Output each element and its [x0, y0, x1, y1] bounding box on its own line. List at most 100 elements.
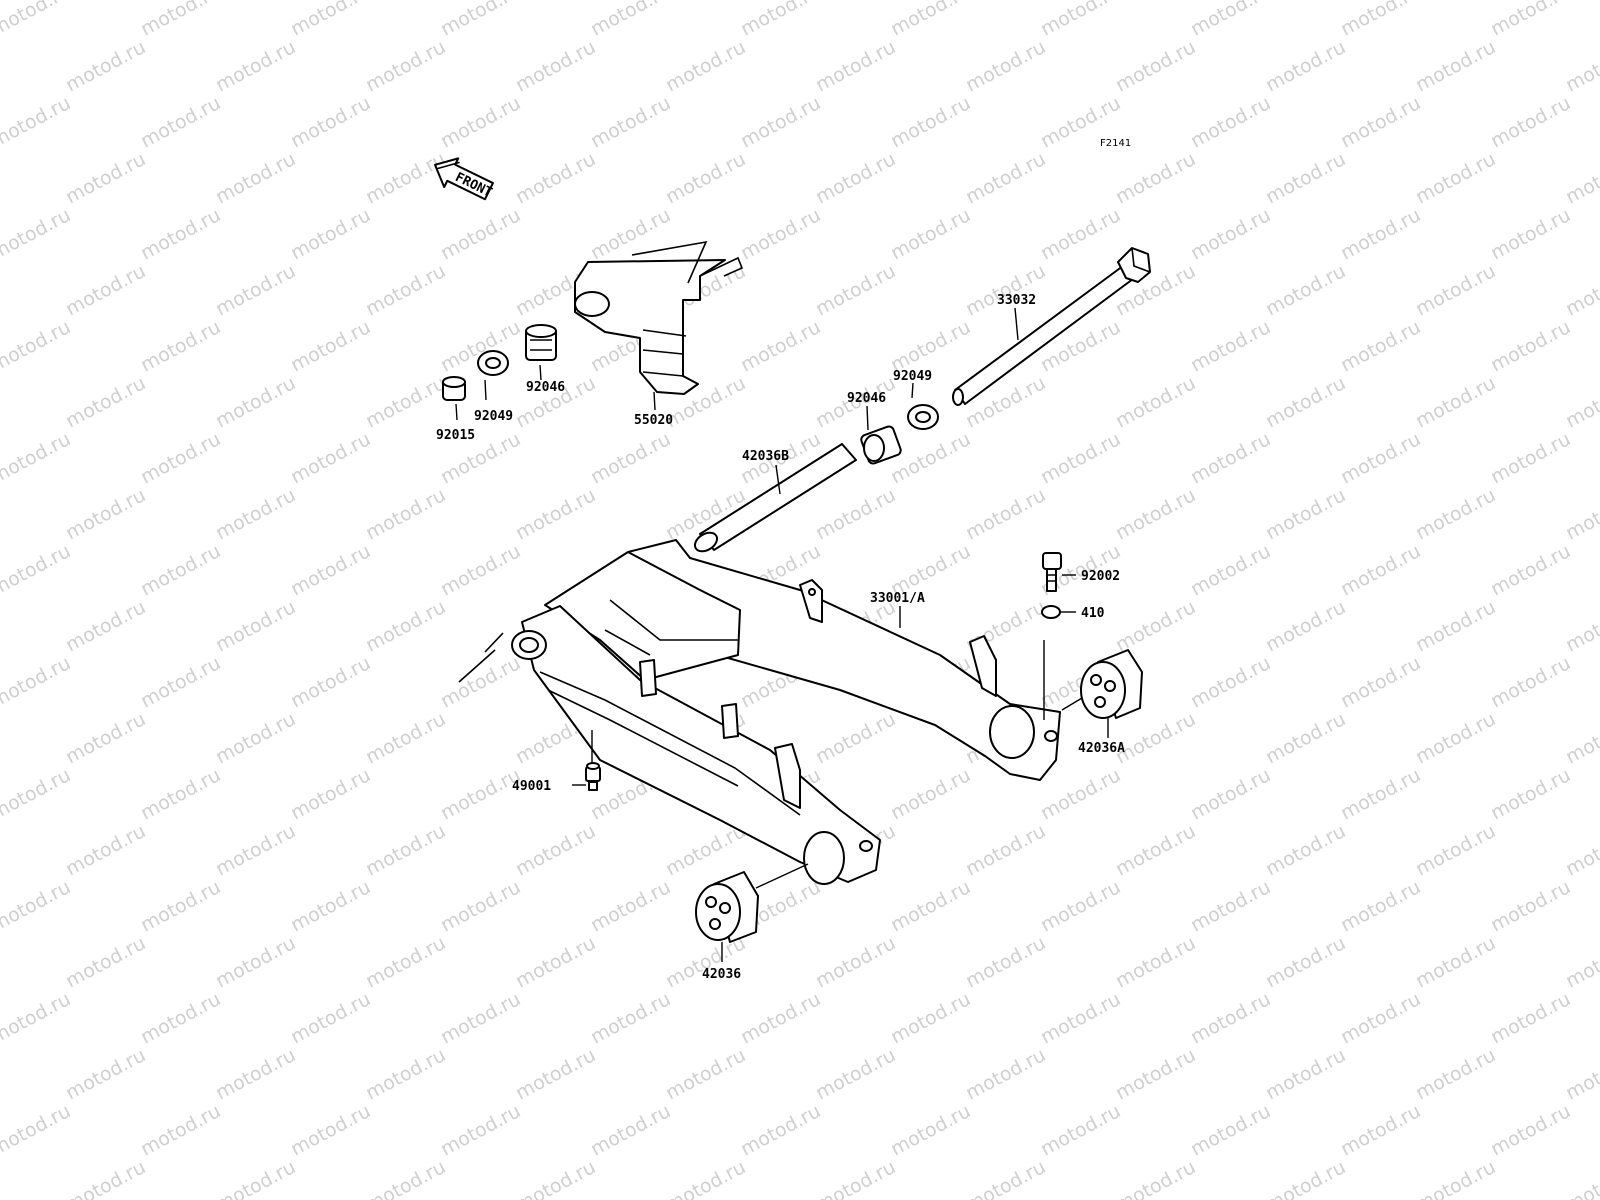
- chain-guide-bracket-55020: [574, 240, 744, 395]
- watermark-text: motod.ru: [1412, 820, 1499, 880]
- watermark-text: motod.ru: [887, 988, 974, 1048]
- watermark-text: motod.ru: [1487, 988, 1574, 1048]
- watermark-text: motod.ru: [1037, 876, 1124, 936]
- watermark-text: motod.ru: [1487, 876, 1574, 936]
- watermark-text: motod.ru: [887, 0, 974, 40]
- watermark-text: motod.ru: [1487, 428, 1574, 488]
- watermark-text: motod.ru: [0, 988, 74, 1048]
- watermark-text: motod.ru: [212, 484, 299, 544]
- callout-92015: 92015: [436, 428, 475, 443]
- watermark-text: motod.ru: [1562, 36, 1600, 96]
- watermark-text: motod.ru: [1187, 652, 1274, 712]
- watermark-text: motod.ru: [137, 988, 224, 1048]
- watermark-text: motod.ru: [1487, 92, 1574, 152]
- watermark-text: motod.ru: [1412, 36, 1499, 96]
- watermark-text: motod.ru: [0, 540, 74, 600]
- watermark-text: motod.ru: [0, 1100, 74, 1160]
- watermark-text: motod.ru: [212, 1156, 299, 1200]
- watermark-text: motod.ru: [1337, 876, 1424, 936]
- watermark-text: motod.ru: [1412, 932, 1499, 992]
- watermark-text: motod.ru: [1037, 1100, 1124, 1160]
- watermark-text: motod.ru: [62, 820, 149, 880]
- watermark-text: motod.ru: [1112, 148, 1199, 208]
- watermark-text: motod.ru: [1262, 596, 1349, 656]
- callout-labels: 33032 92049 92046 42036B 92049 92046 920…: [436, 293, 1125, 982]
- watermark-text: motod.ru: [362, 932, 449, 992]
- watermark-text: motod.ru: [512, 36, 599, 96]
- watermark-text: motod.ru: [1562, 596, 1600, 656]
- watermark-text: motod.ru: [0, 652, 74, 712]
- watermark-text: motod.ru: [1037, 0, 1124, 40]
- watermark-text: motod.ru: [0, 0, 74, 40]
- watermark-text: motod.ru: [587, 1100, 674, 1160]
- watermark-text: motod.ru: [1112, 820, 1199, 880]
- watermark-text: motod.ru: [962, 260, 1049, 320]
- watermark-text: motod.ru: [737, 92, 824, 152]
- watermark-text: motod.ru: [437, 988, 524, 1048]
- watermark-text: motod.ru: [962, 148, 1049, 208]
- watermark-text: motod.ru: [212, 260, 299, 320]
- watermark-text: motod.ru: [1337, 1100, 1424, 1160]
- swingarm-33001A: [458, 539, 1061, 885]
- watermark-text: motod.ru: [0, 876, 74, 936]
- damper-42036: [695, 871, 759, 943]
- watermark-text: motod.ru: [1487, 204, 1574, 264]
- watermark-text: motod.ru: [887, 428, 974, 488]
- watermark-text: motod.ru: [62, 372, 149, 432]
- watermark-text: motod.ru: [437, 204, 524, 264]
- watermark-text: motod.ru: [287, 876, 374, 936]
- watermark-text: motod.ru: [662, 1044, 749, 1104]
- watermark-text: motod.ru: [437, 876, 524, 936]
- watermark-text: motod.ru: [1487, 764, 1574, 824]
- watermark-text: motod.ru: [1112, 36, 1199, 96]
- seal-92049-left: [477, 350, 509, 376]
- callout-42036B: 42036B: [742, 449, 789, 464]
- watermark-text: motod.ru: [512, 1044, 599, 1104]
- watermark-text: motod.ru: [1487, 1100, 1574, 1160]
- watermark-text: motod.ru: [62, 36, 149, 96]
- watermark-text: motod.ru: [287, 0, 374, 40]
- watermark-text: motod.ru: [1487, 316, 1574, 376]
- watermark-text: motod.ru: [362, 36, 449, 96]
- watermark-text: motod.ru: [662, 932, 749, 992]
- watermark-text: motod.ru: [587, 988, 674, 1048]
- grease-nipple-49001: [585, 762, 601, 791]
- watermark-text: motod.ru: [737, 0, 824, 40]
- callout-42036A: 42036A: [1078, 741, 1125, 756]
- watermark-text: motod.ru: [212, 708, 299, 768]
- watermark-text: motod.ru: [512, 820, 599, 880]
- watermark-text: motod.ru: [887, 1100, 974, 1160]
- watermark-text: motod.ru: [1562, 932, 1600, 992]
- watermark-text: motod.ru: [962, 932, 1049, 992]
- watermark-text: motod.ru: [1412, 1156, 1499, 1200]
- watermark-text: motod.ru: [962, 820, 1049, 880]
- watermark-text: motod.ru: [1412, 260, 1499, 320]
- watermark-text: motod.ru: [812, 484, 899, 544]
- watermark-text: motod.ru: [587, 428, 674, 488]
- collar-tube-42036B: [693, 443, 857, 553]
- watermark-text: motod.ru: [362, 596, 449, 656]
- watermark-text: motod.ru: [1562, 260, 1600, 320]
- callout-33001A: 33001/A: [870, 591, 925, 606]
- watermark-text: motod.ru: [1262, 708, 1349, 768]
- watermark-text: motod.ru: [62, 708, 149, 768]
- watermark-text: motod.ru: [1262, 148, 1349, 208]
- watermark-text: motod.ru: [1562, 148, 1600, 208]
- watermark-text: motod.ru: [1487, 652, 1574, 712]
- watermark-text: motod.ru: [137, 764, 224, 824]
- watermark-text: motod.ru: [212, 820, 299, 880]
- watermark-text: motod.ru: [587, 92, 674, 152]
- watermark-text: motod.ru: [812, 260, 899, 320]
- watermark-text: motod.ru: [62, 932, 149, 992]
- watermark-text: motod.ru: [1337, 652, 1424, 712]
- watermark-text: motod.ru: [1187, 92, 1274, 152]
- watermark-text: motod.ru: [1262, 260, 1349, 320]
- watermark-text: motod.ru: [1262, 1156, 1349, 1200]
- watermark-text: motod.ru: [62, 148, 149, 208]
- watermark-text: motod.ru: [287, 652, 374, 712]
- watermark-text: motod.ru: [587, 0, 674, 40]
- watermark-text: motod.ru: [437, 92, 524, 152]
- watermark-text: motod.ru: [812, 148, 899, 208]
- watermark-text: motod.ru: [1562, 484, 1600, 544]
- watermark-text: motod.ru: [962, 1044, 1049, 1104]
